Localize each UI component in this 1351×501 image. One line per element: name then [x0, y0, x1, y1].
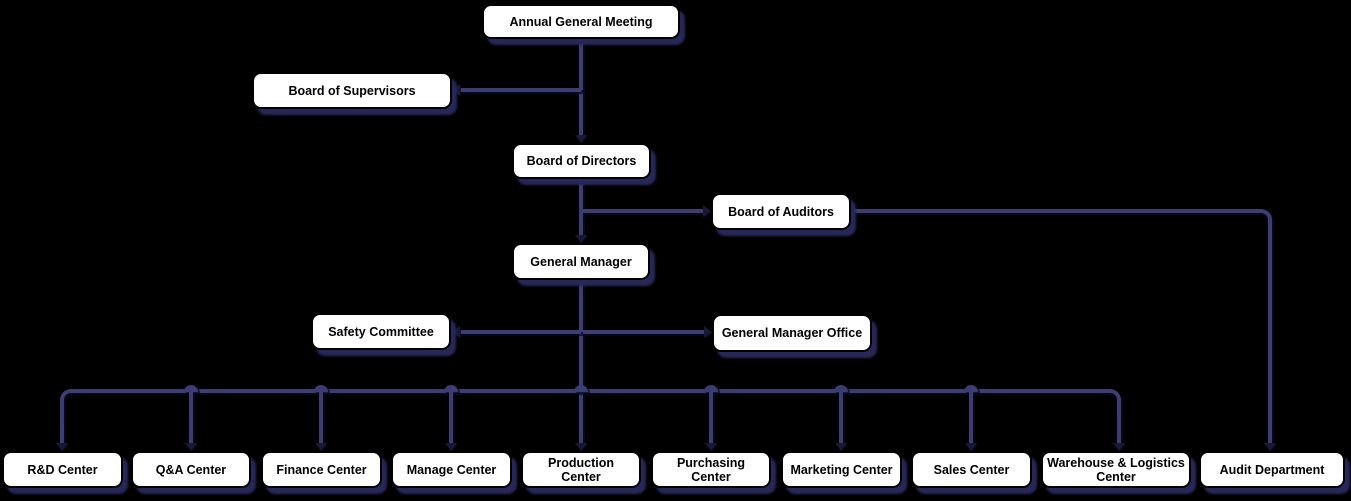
node-label: Audit Department — [1219, 462, 1325, 477]
node-label: Board of Auditors — [728, 204, 834, 219]
connector-gm-bus — [579, 280, 583, 443]
connector-gm-office — [583, 330, 704, 334]
connector-corner-audit — [1261, 209, 1272, 220]
node-label: General Manager — [530, 254, 632, 269]
arrowhead-into-gm-office-icon — [704, 326, 712, 338]
arrowhead-into-safety-icon — [452, 326, 460, 338]
arrowhead-into-qa-icon — [185, 443, 197, 451]
connector-auditors-audit-dept-horizontal — [850, 209, 1262, 213]
connector-drop-marketing — [839, 391, 843, 443]
arrowhead-into-warehouse-icon — [1113, 443, 1125, 451]
node-qa-center: Q&A Center — [131, 451, 251, 488]
arrowhead-into-supervisors-icon — [452, 84, 460, 96]
node-rd-center: R&D Center — [2, 451, 123, 488]
bus-junction-bump — [184, 385, 198, 392]
connector-drop-sales — [969, 391, 973, 443]
connector-drop-finance — [319, 391, 323, 443]
bus-junction-bump — [964, 385, 978, 392]
node-label: Warehouse & Logistics Center — [1047, 455, 1185, 484]
node-label: Manage Center — [406, 462, 497, 477]
node-board-of-auditors: Board of Auditors — [711, 193, 851, 230]
node-manage-center: Manage Center — [391, 451, 512, 488]
node-label: Finance Center — [276, 462, 367, 477]
connector-gm-safety — [460, 330, 581, 334]
connector-audit-dept-vertical — [1268, 219, 1272, 443]
node-production-center: Production Center — [521, 451, 641, 488]
connector-bus-right-corner — [1110, 389, 1121, 400]
connector-drop-manage — [449, 391, 453, 443]
arrowhead-into-auditors-icon — [703, 205, 711, 217]
node-board-of-supervisors: Board of Supervisors — [252, 72, 452, 109]
arrowhead-into-production-icon — [575, 443, 587, 451]
node-label: General Manager Office — [721, 326, 863, 340]
arrowhead-into-gm-icon — [575, 235, 587, 243]
arrowhead-into-rd-icon — [56, 443, 68, 451]
node-board-of-directors: Board of Directors — [512, 143, 651, 179]
node-label: Purchasing Center — [676, 455, 746, 484]
bus-junction-bump — [444, 385, 458, 392]
arrowhead-into-manage-icon — [445, 443, 457, 451]
arrowhead-into-audit-dept-icon — [1264, 443, 1276, 451]
bus-junction-bump — [704, 385, 718, 392]
node-general-manager-office: General Manager Office — [712, 314, 872, 352]
arrowhead-into-purchasing-icon — [705, 443, 717, 451]
node-label: R&D Center — [27, 462, 98, 477]
bus-junction-bump — [834, 385, 848, 392]
node-safety-committee: Safety Committee — [311, 313, 451, 350]
connector-directors-gm — [579, 179, 583, 237]
node-general-manager: General Manager — [512, 243, 650, 280]
node-label: Board of Supervisors — [288, 83, 416, 98]
node-warehouse-logistics-center: Warehouse & Logistics Center — [1041, 451, 1191, 488]
bus-junction-bump — [574, 385, 588, 392]
node-label: Sales Center — [933, 462, 1010, 477]
connector-bus-left-corner — [60, 389, 71, 400]
arrowhead-into-directors-icon — [575, 135, 587, 143]
arrowhead-into-marketing-icon — [835, 443, 847, 451]
node-label: Annual General Meeting — [509, 14, 653, 29]
connector-agm-supervisors — [460, 88, 581, 92]
connector-bus — [71, 389, 1110, 393]
node-finance-center: Finance Center — [261, 451, 382, 488]
node-annual-general-meeting: Annual General Meeting — [482, 4, 680, 39]
node-marketing-center: Marketing Center — [781, 451, 902, 488]
connector-drop-rd — [60, 398, 64, 443]
arrowhead-into-finance-icon — [315, 443, 327, 451]
node-purchasing-center: Purchasing Center — [651, 451, 771, 488]
connector-drop-qa — [189, 391, 193, 443]
arrowhead-into-sales-icon — [965, 443, 977, 451]
node-label: Safety Committee — [328, 324, 434, 339]
node-label: Q&A Center — [155, 462, 227, 477]
node-label: Production Center — [548, 455, 614, 484]
connector-drop-purchasing — [709, 391, 713, 443]
connector-directors-auditors — [583, 209, 703, 213]
node-label: Marketing Center — [790, 462, 893, 477]
node-label: Board of Directors — [526, 154, 637, 168]
bus-junction-bump — [314, 385, 328, 392]
connector-drop-warehouse — [1117, 398, 1121, 443]
connector-agm-directors — [579, 39, 583, 137]
node-sales-center: Sales Center — [911, 451, 1032, 488]
node-audit-department: Audit Department — [1199, 451, 1345, 488]
